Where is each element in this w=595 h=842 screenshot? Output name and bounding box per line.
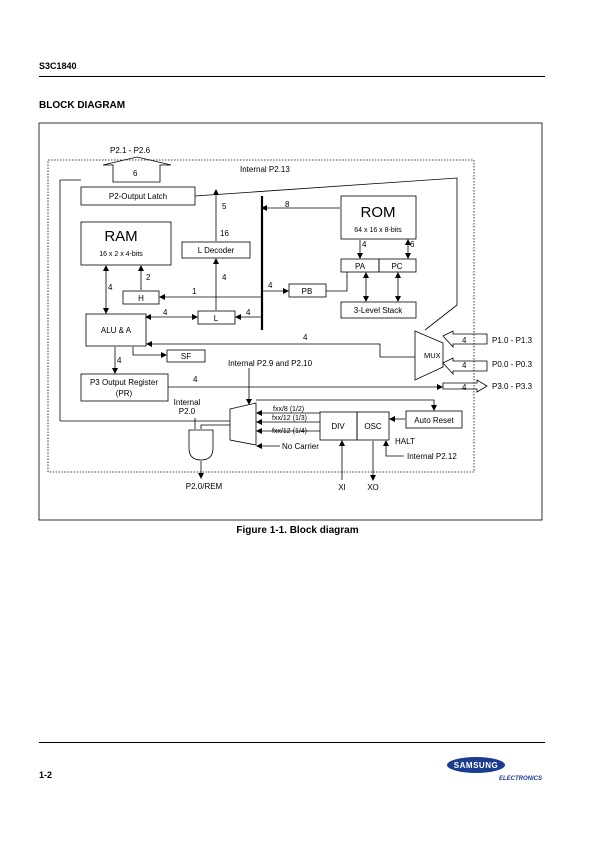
selector-to-autoreset-arrow [256,399,437,411]
sf-label: SF [181,352,191,361]
rom-label: ROM [361,204,396,221]
width-4-p0: 4 [462,361,467,370]
width-6-top: 6 [133,169,138,178]
header-rule [39,76,545,77]
internal-p213-label: Internal P2.13 [240,165,290,174]
pa-label: PA [355,262,366,271]
width-4-p3port: 4 [462,383,467,392]
p3-reg-label-2: (PR) [116,389,133,398]
samsung-logo: SAMSUNG [447,757,505,773]
internal-p29-label: Internal P2.9 and P2.10 [228,359,313,368]
xo-label: XO [367,483,379,492]
chip-boundary [47,159,475,473]
p20-rem-label: P2.0/REM [186,482,223,491]
document-id: S3C1840 [39,61,77,71]
internal-p212-label: Internal P2.12 [407,452,457,461]
width-4-p3: 4 [117,356,122,365]
xi-label: XI [338,483,346,492]
figure-caption: Figure 1-1. Block diagram [236,525,359,536]
ram-box [80,221,172,266]
pc-label: PC [391,262,402,271]
p0-label: P0.0 - P0.3 [492,360,533,369]
width-5: 5 [222,202,227,211]
auto-reset-label: Auto Reset [414,416,454,425]
p2-latch-label: P2-Output Latch [109,192,167,201]
ports-top-label: P2.1 - P2.6 [110,146,151,155]
fxx8-label: fxx/8 (1/2) [273,406,304,413]
width-4-alu: 4 [163,308,168,317]
width-6-pc: 6 [410,240,415,249]
p3-reg-label-1: P3 Output Register [90,378,158,387]
l-decoder-label: L Decoder [198,246,235,255]
fxx12b-label: fxx/12 (1/4) [272,428,307,435]
width-1: 1 [192,287,197,296]
stack-box [340,301,417,319]
width-4-p3out: 4 [193,375,198,384]
auto-reset-box [405,410,463,429]
alu-to-sf-arrow [132,347,167,358]
width-8: 8 [285,200,290,209]
outer-frame [38,122,543,521]
h-label: H [138,294,144,303]
pb-to-pa-line [326,272,348,292]
width-4-ram: 4 [108,283,113,292]
internal-p20-label-1: Internal [174,398,201,407]
ram-label: RAM [104,228,137,245]
mux-to-alu-arrow [146,341,415,358]
stack-label: 3-Level Stack [354,306,403,315]
ram-sub-label: 16 x 2 x 4-bits [99,251,143,258]
mux-shape [414,330,444,381]
p1-port-arrow [442,330,488,349]
section-title: BLOCK DIAGRAM [39,100,126,111]
width-4-pb: 4 [268,281,273,290]
mux-label: MUX [424,351,441,360]
p3-label: P3.0 - P3.3 [492,382,533,391]
width-4-mux: 4 [303,333,308,342]
p1-label: P1.0 - P1.3 [492,336,533,345]
brand-sub-label: ELECTRONICS [499,776,543,782]
alu-label: ALU & A [101,326,132,335]
internal-p213-line [194,177,458,331]
osc-label: OSC [364,422,382,431]
sf-box [166,349,206,363]
selector-to-gate-line [200,424,230,429]
alu-box [85,313,147,347]
div-label: DIV [331,422,345,431]
pb-label: PB [302,287,313,296]
p2-output-arrow [102,156,172,183]
internal-p20-label-2: P2.0 [179,407,196,416]
width-16: 16 [220,229,229,238]
halt-arrow [383,440,404,457]
rom-sub-label: 64 x 16 x 8-bits [354,227,402,234]
footer-rule [39,742,545,743]
l-label: L [214,314,219,323]
width-4-pa: 4 [362,240,367,249]
p3-port-arrow [442,379,488,393]
no-carrier-label: No Carrier [282,442,319,451]
width-4-ldec: 4 [222,273,227,282]
p3-output-register-box [80,373,169,402]
p0-port-arrow [442,357,488,376]
width-2: 2 [146,273,151,282]
and-gate [188,429,214,461]
fxx12a-label: fxx/12 (1/3) [272,415,307,422]
brand-label: SAMSUNG [454,761,498,770]
osc-box [356,411,390,441]
pb-box [288,283,327,298]
width-4-l: 4 [246,308,251,317]
page-number: 1-2 [39,770,53,780]
selector-shape [229,402,257,446]
width-4-p1: 4 [462,336,467,345]
halt-label: HALT [395,437,415,446]
rom-box [340,195,417,240]
